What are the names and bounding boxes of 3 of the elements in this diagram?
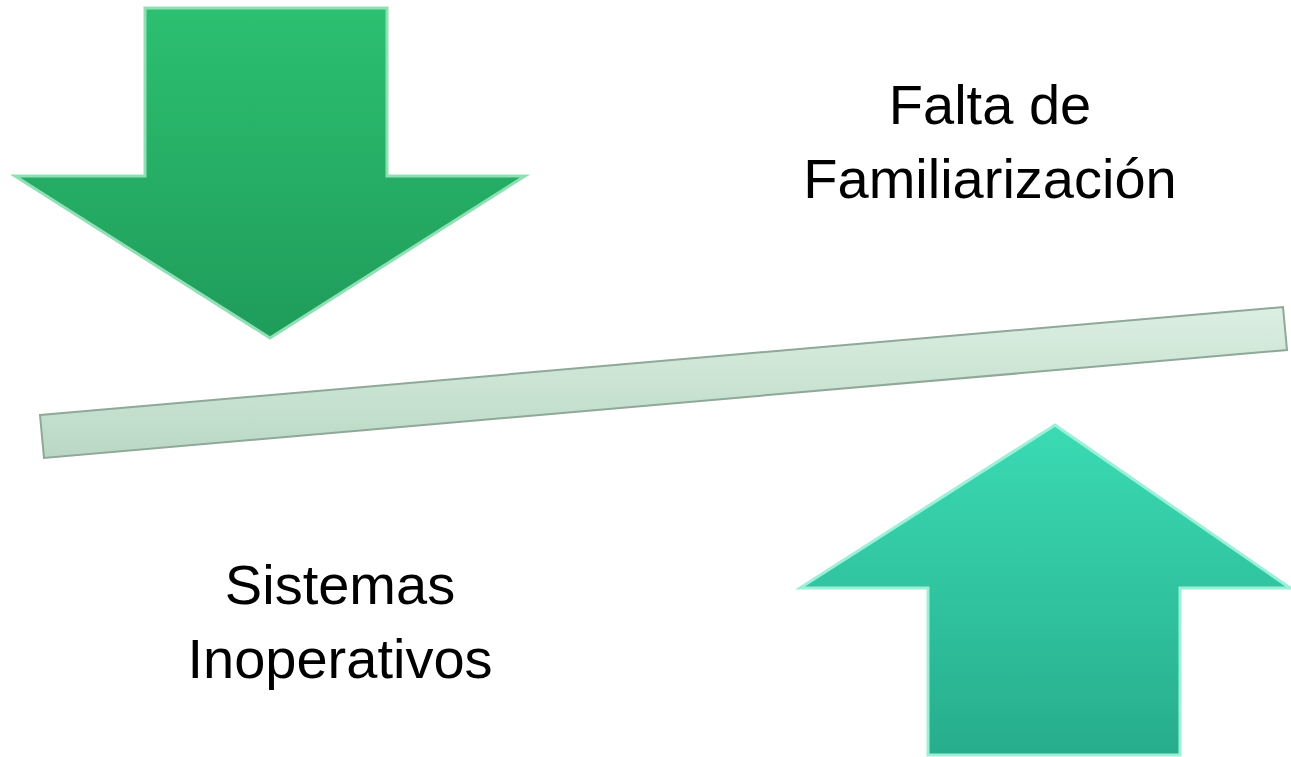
label-text: Sistemas Inoperativos [186, 552, 494, 692]
balance-bar [38, 305, 1289, 460]
label-text: Falta de Familiarización [802, 72, 1178, 212]
